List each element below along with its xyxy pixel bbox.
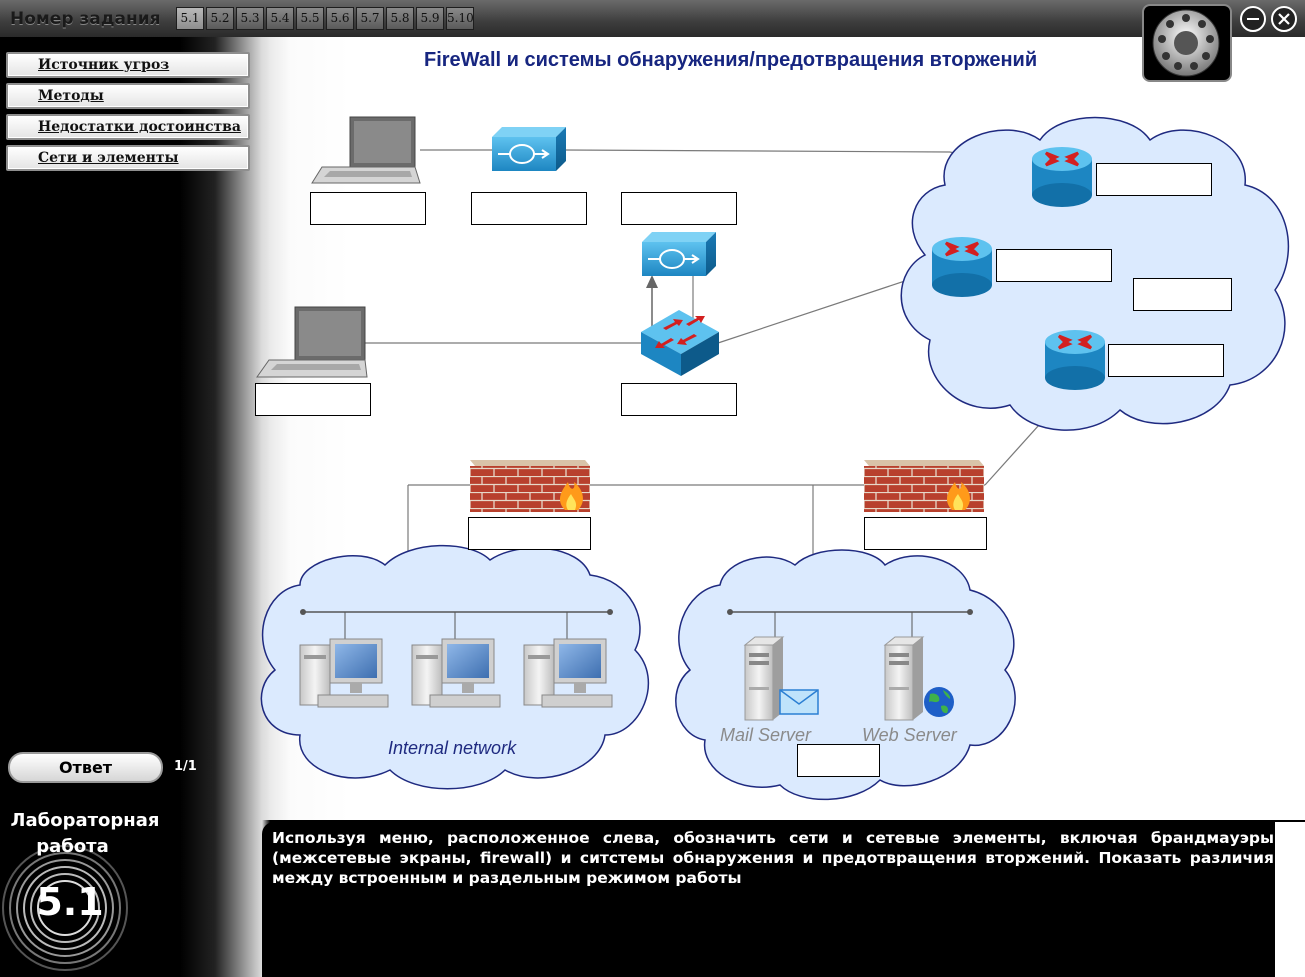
close-glyph — [1278, 13, 1290, 25]
label-slot-firewall-1[interactable] — [468, 517, 591, 550]
answer-counter: 1/1 — [174, 759, 197, 774]
lab-number: 5.1 — [36, 880, 104, 924]
task-tab-5-3[interactable]: 5.3 — [236, 7, 264, 30]
label-slot-switch[interactable] — [621, 383, 737, 416]
dial-icon[interactable] — [1142, 4, 1232, 82]
task-tab-5-4[interactable]: 5.4 — [266, 7, 294, 30]
label-slot-sensor-1[interactable] — [471, 192, 587, 225]
dial-graphic — [1152, 9, 1220, 77]
router-icon — [1045, 330, 1105, 390]
task-tab-5-2[interactable]: 5.2 — [206, 7, 234, 30]
label-slot-router-2[interactable] — [996, 249, 1112, 282]
task-tab-5-10[interactable]: 5.10 — [446, 7, 474, 30]
task-tab-5-7[interactable]: 5.7 — [356, 7, 384, 30]
task-tabs: 5.1 5.2 5.3 5.4 5.5 5.6 5.7 5.8 5.9 5.10 — [176, 7, 474, 30]
task-number-label: Номер задания — [10, 9, 161, 29]
router-icon — [932, 237, 992, 297]
workstation-icon — [299, 638, 389, 708]
label-slot-wan[interactable] — [1133, 278, 1232, 311]
globe-icon — [924, 687, 954, 717]
laptop-icon — [311, 116, 421, 184]
task-tab-5-8[interactable]: 5.8 — [386, 7, 414, 30]
task-tab-5-9[interactable]: 5.9 — [416, 7, 444, 30]
internal-network-caption: Internal network — [388, 738, 517, 758]
title-bar: Номер задания 5.1 5.2 5.3 5.4 5.5 5.6 5.… — [0, 0, 1305, 37]
mail-server-icon — [743, 636, 785, 721]
label-slot-dmz[interactable] — [797, 744, 880, 777]
left-panel — [0, 37, 270, 977]
ips-sensor-icon — [642, 232, 716, 276]
page-title: FireWall и системы обнаружения/предотвра… — [424, 49, 1038, 71]
menu-item-methods[interactable]: Методы — [6, 83, 250, 109]
answer-button[interactable]: Ответ — [8, 752, 163, 783]
label-slot-router-1[interactable] — [1096, 163, 1212, 196]
firewall-icon — [470, 460, 590, 512]
minimize-icon[interactable] — [1240, 6, 1266, 32]
menu-item-threat-sources[interactable]: Источник угроз — [6, 52, 250, 78]
web-server-icon — [883, 636, 925, 721]
menu-item-pros-cons[interactable]: Недостатки достоинства — [6, 114, 250, 140]
mail-server-caption: Mail Server — [720, 725, 812, 745]
task-tab-5-1[interactable]: 5.1 — [176, 7, 204, 30]
workstation-icon — [411, 638, 501, 708]
workstation-icon — [523, 638, 613, 708]
label-slot-laptop-2[interactable] — [255, 383, 371, 416]
lab-title: Лабораторная работа — [0, 808, 170, 860]
label-slot-laptop-1[interactable] — [310, 192, 426, 225]
lan-bus-internal — [300, 609, 613, 640]
router-icon — [1032, 147, 1092, 207]
envelope-icon — [779, 689, 819, 715]
mirror-arrow — [646, 275, 658, 330]
ips-sensor-icon — [492, 127, 566, 171]
laptop-icon — [256, 306, 368, 378]
switch-icon — [641, 310, 719, 376]
menu-item-networks-elements[interactable]: Сети и элементы — [6, 145, 250, 171]
firewall-icon — [864, 460, 984, 512]
label-slot-link-1[interactable] — [621, 192, 737, 225]
label-slot-firewall-2[interactable] — [864, 517, 987, 550]
task-tab-5-5[interactable]: 5.5 — [296, 7, 324, 30]
close-icon[interactable] — [1271, 6, 1297, 32]
lan-bus-dmz — [727, 609, 973, 640]
lab-title-line2: работа — [36, 836, 109, 857]
lab-title-line1: Лабораторная — [10, 810, 160, 831]
task-description: Используя меню, расположенное слева, обо… — [272, 829, 1274, 887]
label-slot-router-3[interactable] — [1108, 344, 1224, 377]
web-server-caption: Web Server — [862, 725, 958, 745]
lab-rings-decoration — [2, 845, 128, 971]
task-tab-5-6[interactable]: 5.6 — [326, 7, 354, 30]
minimize-glyph — [1247, 18, 1259, 20]
task-scrollbar[interactable] — [1275, 822, 1305, 977]
task-description-box: Используя меню, расположенное слева, обо… — [262, 822, 1274, 977]
